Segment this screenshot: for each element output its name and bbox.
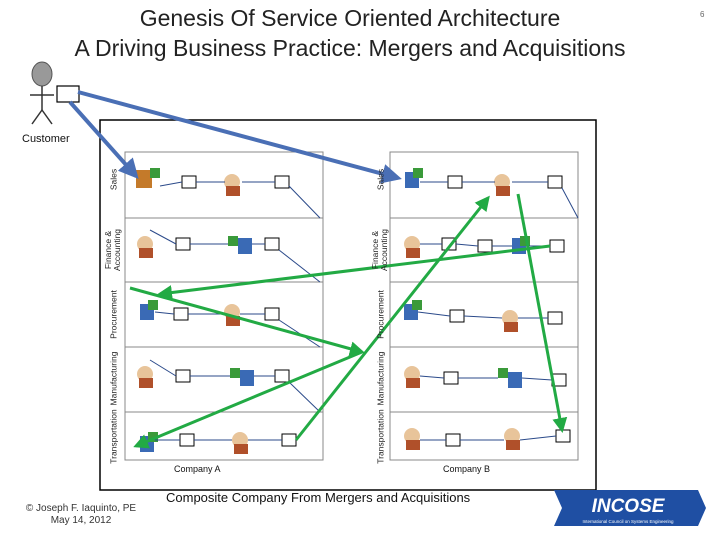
document-icon [264, 237, 280, 251]
company-b-row-sales [405, 168, 563, 196]
blue-arrow-customer-to-company-a [68, 100, 139, 179]
logo-wordmark: INCOSE [592, 496, 666, 517]
worker-desk-icon [502, 310, 518, 332]
worker-desk-icon [504, 428, 520, 450]
lane-label-sales-a: Sales [108, 168, 119, 191]
document-icon [175, 237, 191, 251]
slide-title-line1: Genesis Of Service Oriented Architecture [139, 5, 561, 31]
document-icon [547, 311, 563, 325]
company-a-label: Company A [174, 464, 221, 474]
worker-desk-icon [232, 432, 248, 454]
document-icon [549, 239, 565, 253]
customer-arrows [68, 90, 402, 184]
company-b-label: Company B [443, 464, 491, 474]
document-icon [175, 369, 191, 383]
worker-computer-icon [230, 368, 254, 386]
company-a-row-finance [137, 236, 280, 258]
outer-frame [99, 119, 597, 491]
document-icon [173, 307, 189, 321]
customer-document-icon [56, 85, 80, 103]
worker-desk-icon [224, 174, 240, 196]
worker-desk-icon [404, 428, 420, 450]
company-b-lanes [389, 151, 579, 461]
document-icon [281, 433, 297, 447]
green-arrow-sales-to-transport [516, 193, 568, 433]
worker-computer-icon [136, 168, 160, 188]
company-a-row-sales [136, 168, 290, 196]
document-icon [547, 175, 563, 189]
company-b-row-manufacturing [404, 366, 567, 388]
copyright-date: May 14, 2012 [50, 515, 112, 526]
green-arrow-procurement-to-manufacturing [129, 286, 365, 357]
company-b-row-transportation [404, 428, 571, 450]
worker-computer-icon [228, 236, 252, 254]
incose-logo: INCOSE International Council on Systems … [554, 490, 706, 526]
document-icon [477, 239, 493, 253]
worker-desk-icon [137, 366, 153, 388]
company-a-row-manufacturing [137, 366, 290, 388]
worker-computer-icon [140, 300, 158, 320]
green-arrow-manufacturing-to-transport [133, 350, 363, 449]
document-icon [447, 175, 463, 189]
worker-computer-icon [498, 368, 522, 388]
lane-label-transportation-b: Transportation [375, 409, 386, 464]
blue-arrow-customer-to-company-b [77, 90, 402, 184]
document-icon [274, 175, 290, 189]
process-flow-lines [149, 181, 579, 441]
lane-label-sales-b: Sales [375, 168, 386, 191]
company-b-row-procurement [404, 300, 563, 332]
document-icon [264, 307, 280, 321]
customer-label: Customer [22, 133, 70, 145]
green-arrow-transport-to-sales [294, 195, 490, 441]
lane-label-transportation-a: Transportation [108, 409, 119, 464]
company-a-row-procurement [140, 300, 280, 326]
logo-tagline: International Council on Systems Enginee… [582, 519, 674, 524]
worker-desk-icon [404, 236, 420, 258]
green-arrow-finance-to-procurement [157, 244, 551, 300]
worker-desk-icon [137, 236, 153, 258]
worker-computer-icon [405, 168, 423, 188]
slide-title-line2: A Driving Business Practice: Mergers and… [74, 35, 626, 61]
copyright-notice: © Joseph F. Iaquinto, PE May 14, 2012 [20, 503, 142, 527]
document-icon [443, 371, 459, 385]
worker-desk-icon [404, 366, 420, 388]
document-icon [179, 433, 195, 447]
document-icon [274, 369, 290, 383]
worker-desk-icon [494, 174, 510, 196]
merger-arrows [129, 193, 568, 449]
document-icon [555, 429, 571, 443]
document-icon [445, 433, 461, 447]
document-icon [181, 175, 197, 189]
slide-caption: Composite Company From Mergers and Acqui… [166, 490, 471, 505]
document-icon [449, 309, 465, 323]
customer-figure [30, 61, 54, 125]
copyright-author: © Joseph F. Iaquinto, PE [25, 503, 137, 514]
slide-number: 6 [700, 10, 705, 19]
company-a-lanes [124, 151, 324, 461]
stick-figure-icon [31, 61, 53, 87]
worker-computer-icon [404, 300, 422, 320]
